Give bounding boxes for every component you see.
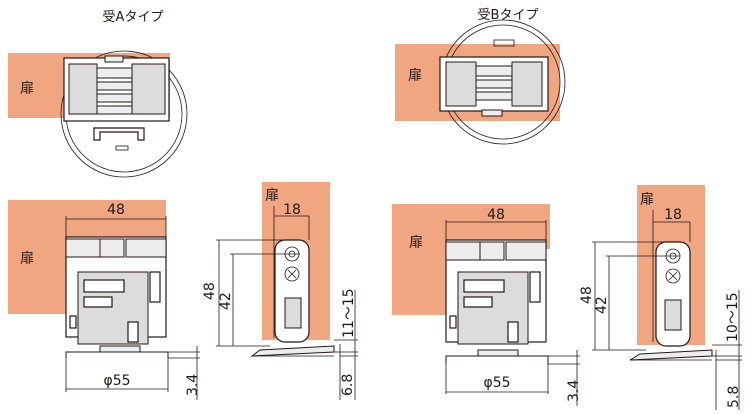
dim-side-width: 18 (664, 207, 682, 223)
top-view-b: 扉 (395, 19, 566, 145)
dim-base-diameter: φ55 (483, 375, 510, 391)
type-a-title: 受Aタイプ (103, 10, 164, 25)
dim-side-base: 6.8 (340, 374, 356, 396)
dim-side-height-outer: 48 (202, 282, 218, 300)
door-label: 扉 (408, 68, 422, 84)
door-label: 扉 (20, 81, 34, 97)
top-view-a: 扉 (8, 50, 188, 178)
front-view-b: 扉 48 φ55 3.4 (392, 204, 582, 406)
dim-side-width: 18 (283, 202, 301, 218)
door-label: 扉 (640, 192, 654, 208)
base-disk (60, 50, 188, 178)
dim-side-gap: 10～15 (725, 292, 741, 342)
dim-side-height-inner: 42 (594, 296, 610, 314)
dim-side-height-inner: 42 (218, 292, 234, 310)
dim-front-width: 48 (107, 202, 125, 218)
door-label: 扉 (265, 188, 279, 204)
dim-base-height: 3.4 (566, 380, 582, 402)
door-label: 扉 (409, 235, 423, 251)
side-view-a: 扉 18 48 42 11～15 6.8 (202, 182, 358, 400)
dim-front-width: 48 (487, 207, 505, 223)
dim-base-height: 3.4 (185, 374, 201, 396)
side-view-b: 扉 18 48 42 10～15 5.8 (579, 185, 742, 410)
front-view-a: 扉 48 φ55 3.4 (8, 200, 201, 400)
type-b-title: 受Bタイプ (478, 8, 539, 23)
dim-side-height-outer: 48 (579, 286, 595, 304)
dim-base-diameter: φ55 (103, 373, 130, 389)
dim-side-base: 5.8 (726, 386, 742, 408)
door-label: 扉 (20, 251, 34, 267)
dim-side-gap: 11～15 (341, 288, 357, 338)
